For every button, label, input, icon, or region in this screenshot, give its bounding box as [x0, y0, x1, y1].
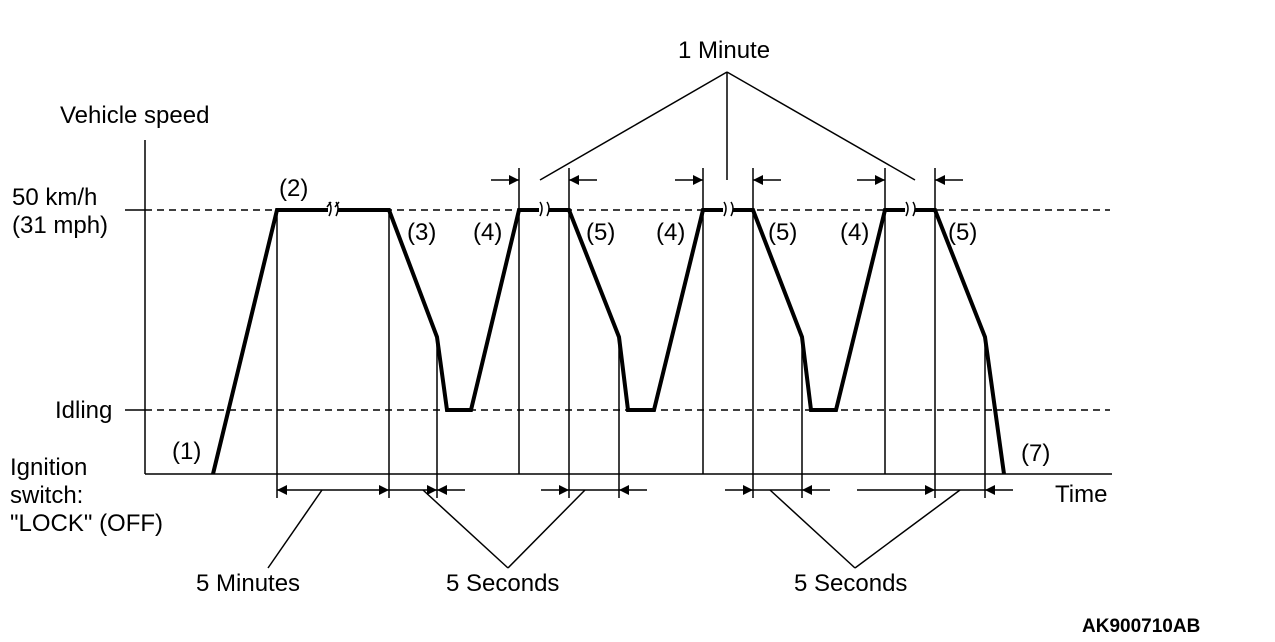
step-label: (3)	[407, 219, 436, 246]
break-symbols	[326, 201, 916, 218]
speed-profile-line	[211, 208, 1006, 475]
step-label: (5)	[586, 219, 615, 246]
step-label: (5)	[768, 219, 797, 246]
five-minutes-label: 5 Minutes	[196, 570, 300, 597]
bottom-leader-lines	[267, 489, 961, 569]
ignition-label-line3: "LOCK" (OFF)	[10, 510, 163, 537]
one-minute-leader-lines	[539, 71, 916, 181]
vertical-reference-lines	[276, 168, 986, 498]
step-label: (7)	[1021, 440, 1050, 467]
step-label: (4)	[656, 219, 685, 246]
step-label: (4)	[473, 219, 502, 246]
x-axis-title: Time	[1055, 481, 1107, 508]
y-axis-title: Vehicle speed	[60, 102, 209, 129]
figure-code: AK900710AB	[1082, 616, 1200, 637]
ignition-label-line1: Ignition	[10, 454, 87, 481]
step-label: (1)	[172, 438, 201, 465]
five-seconds-label-right: 5 Seconds	[794, 570, 907, 597]
idling-label: Idling	[55, 397, 112, 424]
step-label: (5)	[948, 219, 977, 246]
speed-label-kmh: 50 km/h	[12, 184, 97, 211]
five-seconds-label-left: 5 Seconds	[446, 570, 559, 597]
speed-label-mph: (31 mph)	[12, 212, 108, 239]
step-label: (2)	[279, 175, 308, 202]
ignition-label-line2: switch:	[10, 482, 83, 509]
step-label: (4)	[840, 219, 869, 246]
step-labels: (1) (2) (3) (4) (5) (4) (5) (4) (5) (7)	[172, 175, 1050, 467]
one-minute-label: 1 Minute	[678, 37, 770, 64]
